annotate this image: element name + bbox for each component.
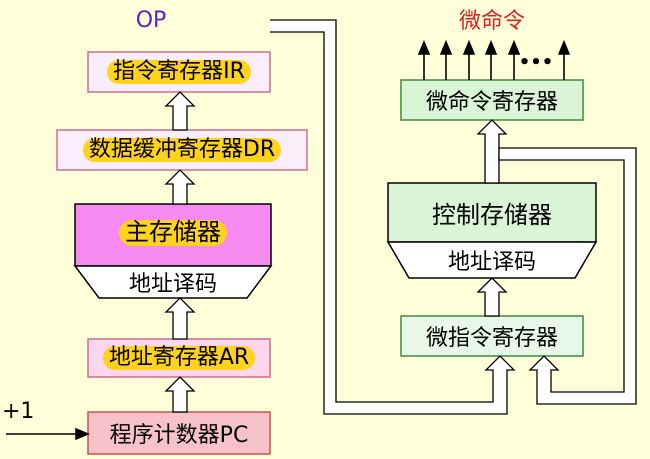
- arrow-pc-to-ar: [164, 376, 196, 413]
- next-address-feedback-arrow: [498, 147, 637, 405]
- pc-box: [87, 411, 271, 455]
- control-decoder-shape: [386, 241, 598, 279]
- op-path-arrow: [270, 19, 516, 415]
- memory-decoder-shape: [73, 265, 273, 299]
- arrow-ar-to-memory: [164, 297, 196, 340]
- micro-command-output-arrows: [417, 39, 571, 80]
- arrow-micro-instruction-register-to-decoder: [476, 277, 508, 317]
- memory-box: [74, 203, 272, 267]
- micro-instruction-register-box: [400, 315, 584, 357]
- control-store-box: [387, 182, 597, 243]
- arrow-control-store-to-micro-command-register: [476, 119, 508, 184]
- ar-box: [87, 338, 271, 378]
- dr-box: [56, 129, 308, 171]
- arrow-dr-to-ir: [164, 91, 196, 131]
- plus-one-arrow: [6, 427, 90, 441]
- micro-command-register-box: [400, 79, 584, 121]
- arrow-memory-to-dr: [164, 169, 196, 205]
- ir-box: [87, 51, 271, 93]
